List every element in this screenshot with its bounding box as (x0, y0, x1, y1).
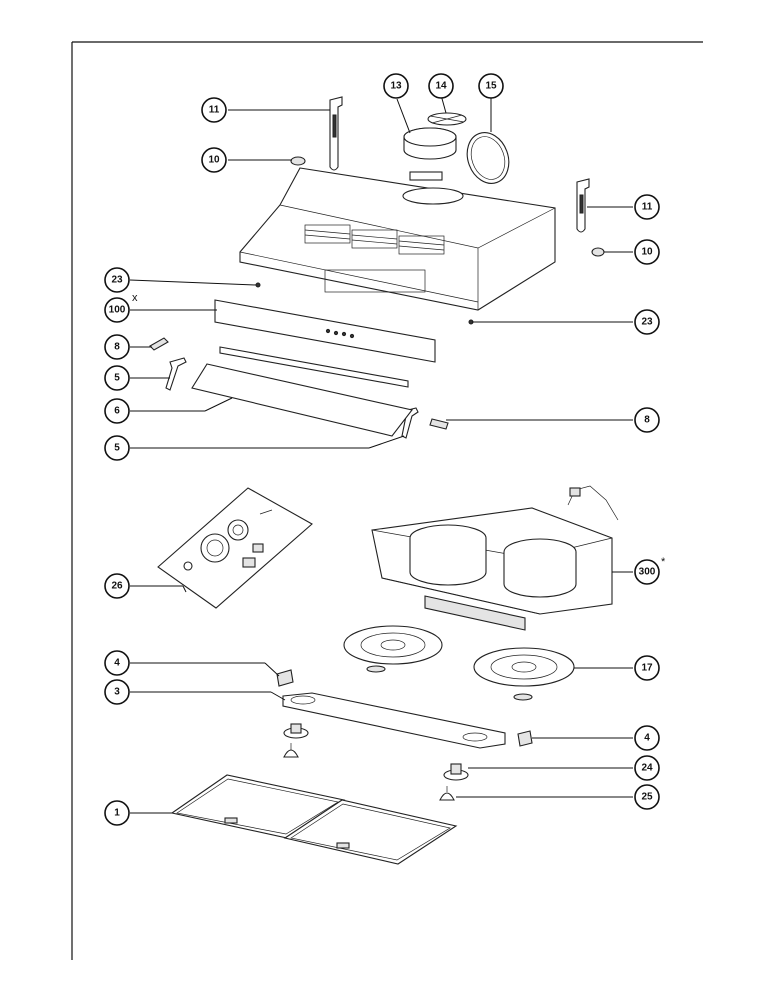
blower-unit-part (371, 485, 619, 631)
callout-8-right: 8 (634, 407, 660, 433)
svg-text:8: 8 (644, 415, 650, 426)
lamp-socket-left-part (283, 723, 309, 739)
wall-bracket-right-part (576, 178, 590, 233)
svg-text:10: 10 (208, 155, 220, 166)
lamp-clip-left-part (276, 669, 294, 687)
callout-13: 13 (383, 73, 409, 99)
asterisk-mark: * (661, 556, 666, 568)
backdraft-flap-part (427, 112, 467, 126)
svg-text:8: 8 (114, 342, 120, 353)
page-frame (71, 41, 703, 960)
callout-6: 6 (104, 398, 130, 424)
callout-23-left: 23 (104, 267, 130, 293)
svg-text:14: 14 (435, 81, 447, 92)
callout-11-left: 11 (201, 97, 227, 123)
svg-text:15: 15 (485, 81, 497, 92)
svg-text:11: 11 (642, 202, 653, 213)
callout-25: 25 (634, 784, 660, 810)
lamp-bulb-right-part (439, 786, 455, 801)
motor-kit-part (157, 487, 313, 609)
callout-300: 300 (634, 559, 660, 585)
callout-4-left: 4 (104, 650, 130, 676)
callout-17: 17 (634, 655, 660, 681)
fan-plate-right-part (473, 647, 575, 701)
callout-11-right: 11 (634, 194, 660, 220)
svg-text:6: 6 (114, 406, 120, 417)
callout-23-right: 23 (634, 309, 660, 335)
end-cap-right-part (429, 418, 449, 430)
grease-filter-right-part (283, 799, 458, 865)
seal-ring-part (466, 132, 510, 184)
visor-part (191, 363, 413, 437)
callout-5-top: 5 (104, 365, 130, 391)
svg-text:17: 17 (641, 663, 653, 674)
callout-4-right: 4 (634, 725, 660, 751)
svg-text:13: 13 (390, 81, 402, 92)
callout-26: 26 (104, 573, 130, 599)
wall-bracket-left-part (329, 96, 343, 171)
lamp-holder-bar-part (282, 692, 506, 749)
svg-text:10: 10 (641, 247, 653, 258)
end-cap-left-part (149, 337, 169, 351)
svg-text:11: 11 (209, 105, 220, 116)
front-panel-part (214, 299, 436, 363)
svg-text:24: 24 (641, 763, 653, 774)
fan-plate-left-part (343, 625, 443, 673)
lamp-bulb-left-part (283, 743, 299, 758)
callout-8-left: 8 (104, 334, 130, 360)
callout-100: 100 (104, 297, 130, 323)
svg-text:25: 25 (641, 792, 653, 803)
hinge-left-part (165, 357, 187, 391)
svg-text:5: 5 (114, 443, 120, 454)
screw-left-part (255, 282, 261, 288)
lamp-clip-right-part (517, 730, 533, 747)
lamp-socket-right-part (443, 763, 469, 781)
svg-text:100: 100 (109, 305, 126, 316)
svg-text:5: 5 (114, 373, 120, 384)
svg-text:4: 4 (114, 658, 120, 669)
callout-24: 24 (634, 755, 660, 781)
svg-text:23: 23 (641, 317, 653, 328)
hood-body-part (239, 167, 556, 311)
callout-1: 1 (104, 800, 130, 826)
svg-text:23: 23 (111, 275, 123, 286)
callout-14: 14 (428, 73, 454, 99)
svg-text:26: 26 (111, 581, 123, 592)
svg-text:4: 4 (644, 733, 650, 744)
callout-10-left: 10 (201, 147, 227, 173)
leader-lines (129, 94, 633, 814)
asterisk-mark-small: x (132, 292, 138, 304)
callout-5-bottom: 5 (104, 435, 130, 461)
clip-left-part (290, 156, 306, 166)
svg-text:1: 1 (114, 808, 120, 819)
svg-text:300: 300 (639, 567, 656, 578)
clip-right-part (591, 247, 605, 257)
duct-adapter-part (403, 127, 457, 160)
callout-15: 15 (478, 73, 504, 99)
callout-3: 3 (104, 679, 130, 705)
callout-10-right: 10 (634, 239, 660, 265)
trim-strip-part (219, 346, 409, 388)
svg-text:3: 3 (114, 687, 120, 698)
